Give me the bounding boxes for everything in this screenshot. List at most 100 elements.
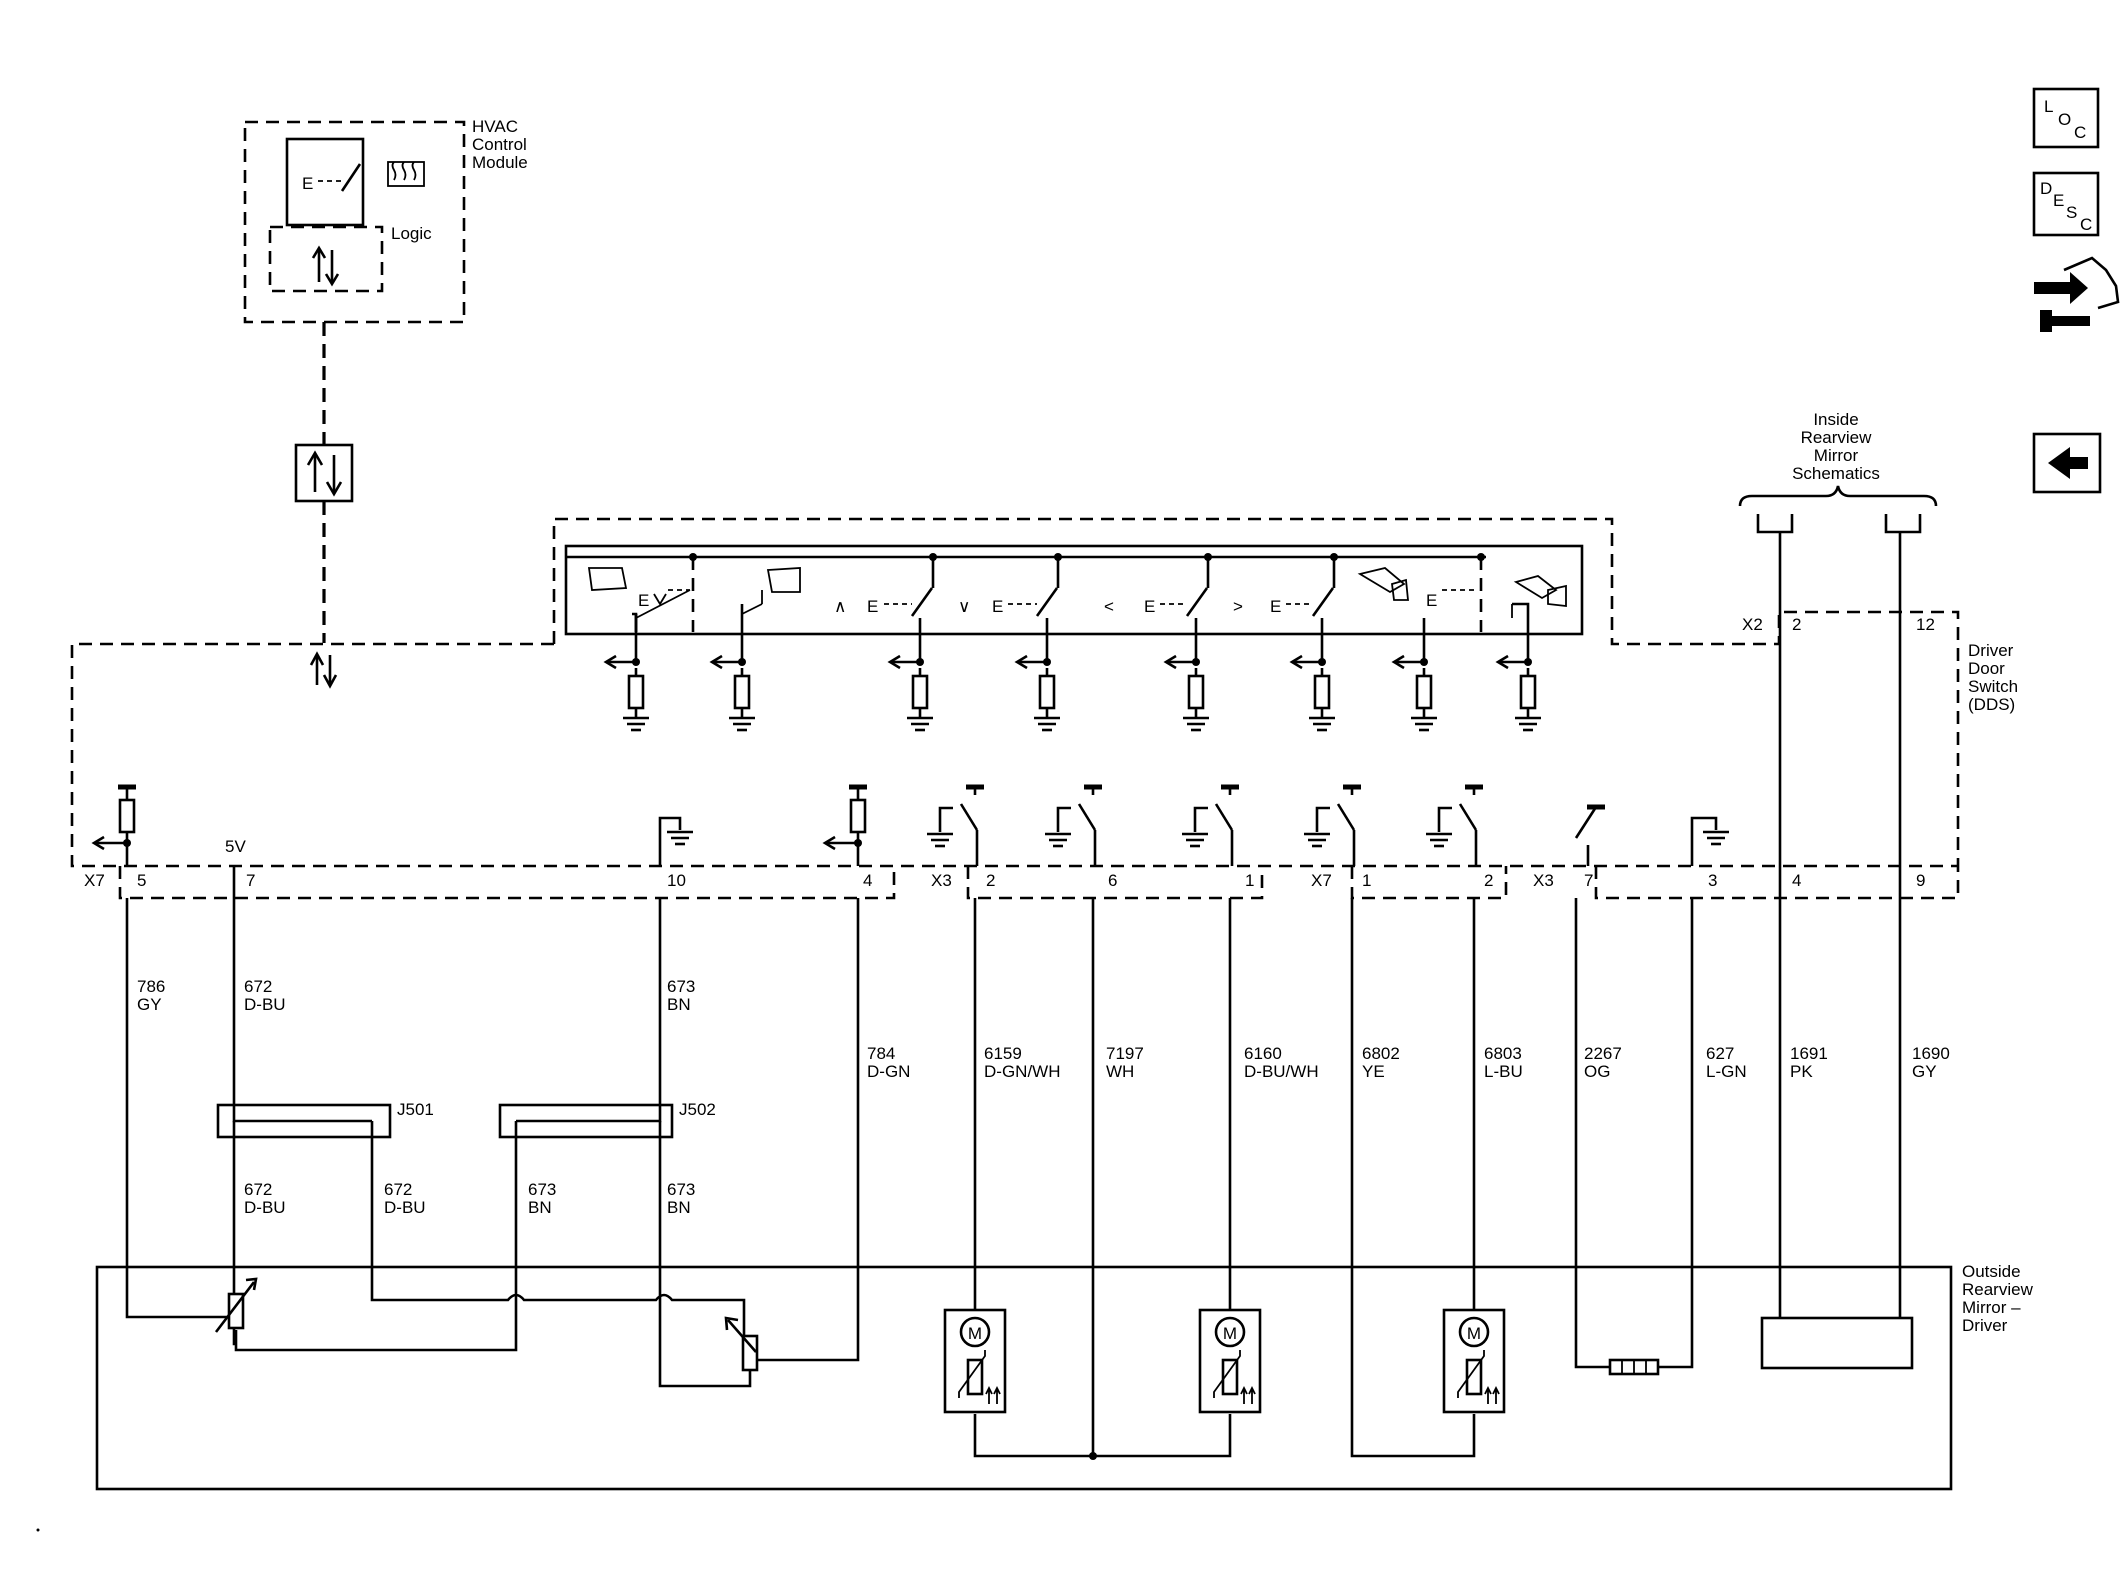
wire-number: 672 bbox=[384, 1180, 412, 1199]
motor-label: M bbox=[1223, 1324, 1237, 1343]
svg-text:C: C bbox=[2074, 123, 2086, 142]
svg-text:Rearview: Rearview bbox=[1962, 1280, 2034, 1299]
wire bbox=[1658, 898, 1694, 1369]
pin-label: 2 bbox=[986, 871, 995, 890]
connector-service-icon[interactable] bbox=[2034, 256, 2120, 332]
svg-text:<: < bbox=[1104, 597, 1114, 616]
wire-number: 6802 bbox=[1362, 1044, 1400, 1063]
wire-number: 673 bbox=[528, 1180, 556, 1199]
svg-text:E: E bbox=[1426, 591, 1437, 610]
wire-color: GY bbox=[1912, 1062, 1937, 1081]
svg-text:Outside: Outside bbox=[1962, 1262, 2021, 1281]
dds-internal-circuits bbox=[91, 787, 1731, 866]
wire bbox=[1470, 1414, 1476, 1458]
svg-text:Schematics: Schematics bbox=[1792, 464, 1880, 483]
svg-text:C: C bbox=[2080, 215, 2092, 234]
serial-data-link bbox=[294, 322, 354, 689]
dds-label: Driver bbox=[1968, 641, 2014, 660]
pulldown-resistor bbox=[1495, 654, 1543, 732]
wire-color: OG bbox=[1584, 1062, 1610, 1081]
mirror-motor: M bbox=[1442, 1308, 1506, 1414]
pulldown-resistor bbox=[887, 654, 935, 732]
svg-text:S: S bbox=[2066, 203, 2077, 222]
driver-door-switch: Driver Door Switch (DDS) bbox=[70, 517, 2018, 868]
rear-defog-switch bbox=[285, 137, 365, 227]
pin-label: 3 bbox=[1708, 871, 1717, 890]
pulldown-resistor bbox=[1014, 654, 1062, 732]
wire-number: 627 bbox=[1706, 1044, 1734, 1063]
wire bbox=[125, 898, 228, 1319]
pin-label: 4 bbox=[1792, 871, 1801, 890]
pin-label: 2 bbox=[1792, 615, 1801, 634]
mirror-down-switch: ∨ E bbox=[958, 557, 1060, 617]
wire-color: L-GN bbox=[1706, 1062, 1747, 1081]
mirror-switch-panel: E ∧ E ∨ E < E bbox=[564, 544, 1584, 636]
pulldown-resistor bbox=[1391, 654, 1439, 732]
vertical-position-sensor bbox=[214, 1277, 258, 1333]
svg-text:J501: J501 bbox=[397, 1100, 434, 1119]
wire-color: PK bbox=[1790, 1062, 1813, 1081]
svg-text:L: L bbox=[2044, 97, 2053, 116]
svg-text:∨: ∨ bbox=[958, 597, 970, 616]
hvac-module-label: HVAC bbox=[472, 117, 518, 136]
wire-color: BN bbox=[667, 995, 691, 1014]
pin-label: 1 bbox=[1245, 871, 1254, 890]
pin-label: 6 bbox=[1108, 871, 1117, 890]
wire-number: 786 bbox=[137, 977, 165, 996]
connector-x7-label: X7 bbox=[84, 871, 105, 890]
wire-color: WH bbox=[1106, 1062, 1134, 1081]
wire-number: 7197 bbox=[1106, 1044, 1144, 1063]
svg-text:E: E bbox=[1144, 597, 1155, 616]
pulldown-resistor bbox=[1163, 654, 1211, 732]
svg-text:J502: J502 bbox=[679, 1100, 716, 1119]
wire-color: GY bbox=[137, 995, 162, 1014]
wire-number: 673 bbox=[667, 1180, 695, 1199]
pin-label: 5 bbox=[137, 871, 146, 890]
wire-color: D-BU bbox=[244, 1198, 286, 1217]
pin-label: 12 bbox=[1916, 615, 1935, 634]
wire bbox=[370, 1121, 746, 1336]
wire-color: BN bbox=[667, 1198, 691, 1217]
svg-text:O: O bbox=[2058, 110, 2071, 129]
dds-connectors bbox=[118, 866, 1960, 900]
right-mirror-select-switch bbox=[761, 567, 801, 604]
wire bbox=[234, 1300, 518, 1352]
svg-text:Control: Control bbox=[472, 135, 527, 154]
connector-x7-label: X7 bbox=[1311, 871, 1332, 890]
hvac-control-module: E Logic HVAC Control Module bbox=[243, 117, 528, 324]
wire-number: 6160 bbox=[1244, 1044, 1282, 1063]
back-arrow-icon[interactable] bbox=[2032, 432, 2102, 494]
inside-rearview-mirror-ref[interactable]: Inside Rearview Mirror Schematics bbox=[1738, 410, 1938, 534]
mirror-fold-switch: E bbox=[1357, 567, 1478, 632]
svg-text:D: D bbox=[2040, 179, 2052, 198]
wire-color: BN bbox=[528, 1198, 552, 1217]
svg-text:E: E bbox=[1270, 597, 1281, 616]
data-arrows-icon bbox=[311, 245, 340, 287]
wire-number: 1691 bbox=[1790, 1044, 1828, 1063]
wire-number: 672 bbox=[244, 977, 272, 996]
svg-text:E: E bbox=[992, 597, 1003, 616]
pin-label: 10 bbox=[667, 871, 686, 890]
pulldown-resistor bbox=[603, 654, 651, 732]
wire-color: D-BU bbox=[244, 995, 286, 1014]
wire bbox=[757, 898, 860, 1362]
wire bbox=[1350, 898, 1470, 1458]
pin-label: 7 bbox=[246, 871, 255, 890]
svg-text:Rearview: Rearview bbox=[1801, 428, 1873, 447]
switch-letter: E bbox=[302, 174, 313, 193]
connector-x3-label: X3 bbox=[1533, 871, 1554, 890]
wire-number: 1690 bbox=[1912, 1044, 1950, 1063]
left-mirror-select-switch: E bbox=[587, 567, 691, 632]
svg-text:E: E bbox=[2053, 191, 2064, 210]
wire-number: 784 bbox=[867, 1044, 895, 1063]
wire-color: D-BU/WH bbox=[1244, 1062, 1319, 1081]
logic-label: Logic bbox=[391, 224, 432, 243]
motor-label: M bbox=[968, 1324, 982, 1343]
switch-inputs bbox=[603, 602, 1543, 732]
desc-icon[interactable]: D E S C bbox=[2032, 171, 2100, 237]
motor-label: M bbox=[1467, 1324, 1481, 1343]
wire-color: D-GN bbox=[867, 1062, 910, 1081]
loc-icon[interactable]: L O C bbox=[2032, 87, 2100, 149]
